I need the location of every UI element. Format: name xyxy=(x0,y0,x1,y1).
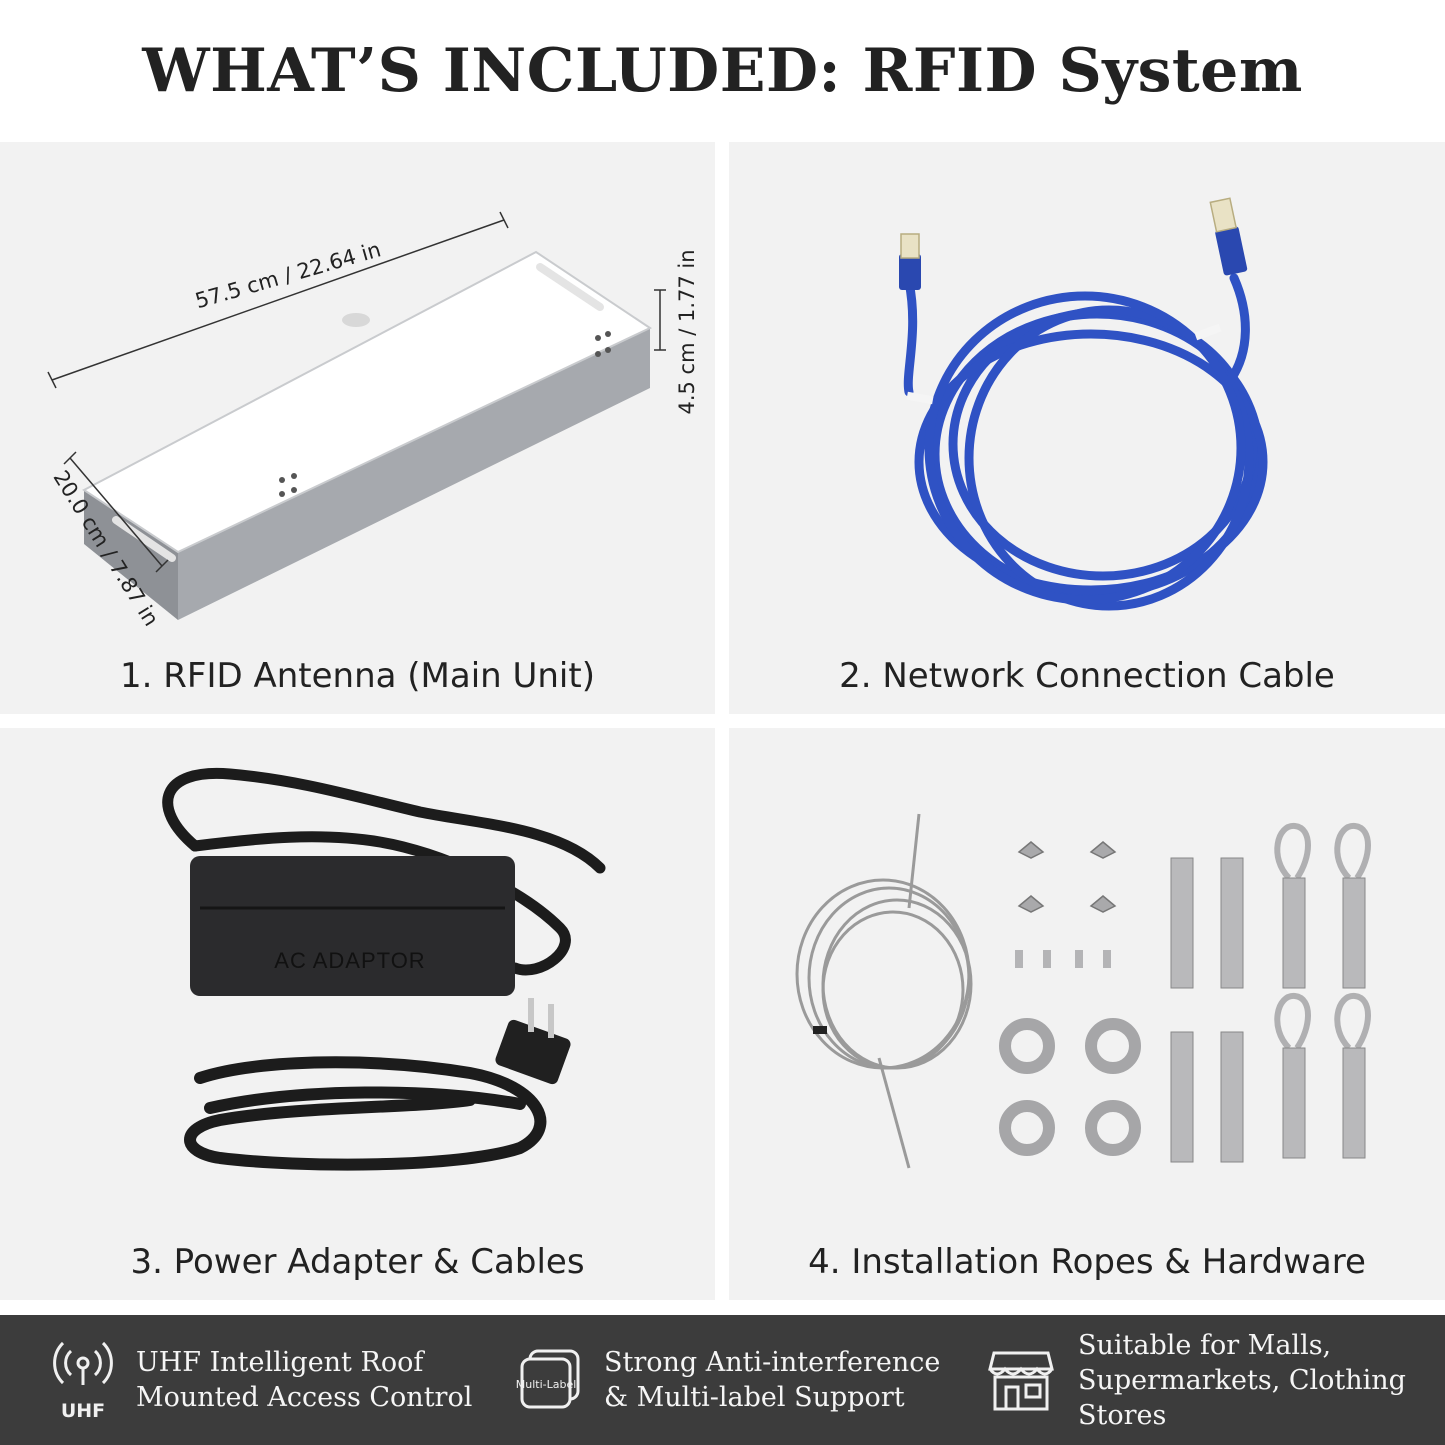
feature-line: Supermarkets, Clothing xyxy=(1078,1364,1406,1396)
dimension-length-label: 57.5 cm / 22.64 in xyxy=(193,237,384,313)
ac-plug xyxy=(495,998,571,1085)
antenna-front-side xyxy=(178,328,650,620)
antenna-led-strip xyxy=(536,263,604,311)
panel-power-adapter: AC ADAPTOR 3. Power Adapter & Cables xyxy=(0,728,715,1300)
feature-venues: Suitable for Malls, Supermarkets, Clothi… xyxy=(986,1315,1406,1445)
feature-uhf: UHF UHF Intelligent Roof Mounted Access … xyxy=(52,1315,472,1445)
rj45-connector xyxy=(899,233,921,290)
rfid-antenna-illustration: 57.5 cm / 22.64 in 4.5 cm / 1.77 in 20.0… xyxy=(47,211,699,630)
cable-tie xyxy=(1194,323,1222,341)
panel-caption: 1. RFID Antenna (Main Unit) xyxy=(120,656,595,696)
panel-network-cable: 2. Network Connection Cable xyxy=(729,142,1445,714)
small-clips xyxy=(1015,950,1111,968)
steel-wire-rope-coil xyxy=(795,813,973,1169)
feature-multilabel: Multi-Label Strong Anti-interference & M… xyxy=(516,1315,940,1445)
panel-installation-hardware: 4. Installation Ropes & Hardware xyxy=(729,728,1445,1300)
expansion-bolts xyxy=(1170,857,1244,1163)
antenna-led-strip xyxy=(112,516,176,562)
multi-label-icon: Multi-Label xyxy=(516,1349,580,1409)
ac-adapter-body xyxy=(190,856,515,996)
feature-line: Strong Anti-interference xyxy=(604,1347,941,1378)
feature-line: Stores xyxy=(1078,1399,1167,1431)
page-title: WHAT’S INCLUDED: RFID System xyxy=(142,36,1303,106)
feature-text: Suitable for Malls, Supermarkets, Clothi… xyxy=(1078,1328,1406,1433)
cable-tie xyxy=(906,391,934,405)
antenna-left-side xyxy=(84,490,178,620)
panel-rfid-antenna: 57.5 cm / 22.64 in 4.5 cm / 1.77 in 20.0… xyxy=(0,142,715,714)
hook-rope-grippers xyxy=(1274,823,1371,1051)
cable-coil xyxy=(903,273,1268,611)
feature-line: & Multi-label Support xyxy=(604,1382,905,1413)
feature-line: Suitable for Malls, xyxy=(1078,1329,1332,1361)
ac-power-cord xyxy=(184,1056,547,1171)
uhf-icon-label: UHF xyxy=(61,1400,105,1422)
panel-caption: 2. Network Connection Cable xyxy=(839,656,1335,696)
feature-line: UHF Intelligent Roof xyxy=(136,1347,424,1378)
antenna-speaker-grille xyxy=(342,313,370,327)
adapter-label: AC ADAPTOR xyxy=(274,948,425,973)
wire-tie xyxy=(813,1026,827,1034)
dimension-height-label: 4.5 cm / 1.77 in xyxy=(675,249,699,414)
network-cable-illustration xyxy=(899,197,1268,611)
antenna-top-face xyxy=(82,250,653,554)
feature-bar: UHF UHF Intelligent Roof Mounted Access … xyxy=(0,1315,1445,1445)
installation-hardware-illustration xyxy=(795,813,1371,1169)
gripper-bodies xyxy=(1282,877,1366,1159)
rj45-connector xyxy=(1209,197,1248,276)
power-adapter-illustration: AC ADAPTOR xyxy=(162,767,606,1171)
antenna-screws xyxy=(279,331,611,497)
multi-label-icon-label: Multi-Label xyxy=(516,1378,576,1391)
wing-nuts xyxy=(1017,841,1117,913)
panel-caption: 3. Power Adapter & Cables xyxy=(130,1242,585,1282)
dimension-lines xyxy=(47,211,666,573)
feature-text: Strong Anti-interference & Multi-label S… xyxy=(604,1345,940,1415)
uhf-antenna-icon: UHF xyxy=(53,1341,113,1422)
feature-text: UHF Intelligent Roof Mounted Access Cont… xyxy=(136,1345,472,1415)
store-icon xyxy=(988,1351,1054,1411)
panel-caption: 4. Installation Ropes & Hardware xyxy=(808,1242,1366,1282)
eye-nuts xyxy=(999,1018,1141,1156)
feature-line: Mounted Access Control xyxy=(136,1382,473,1413)
